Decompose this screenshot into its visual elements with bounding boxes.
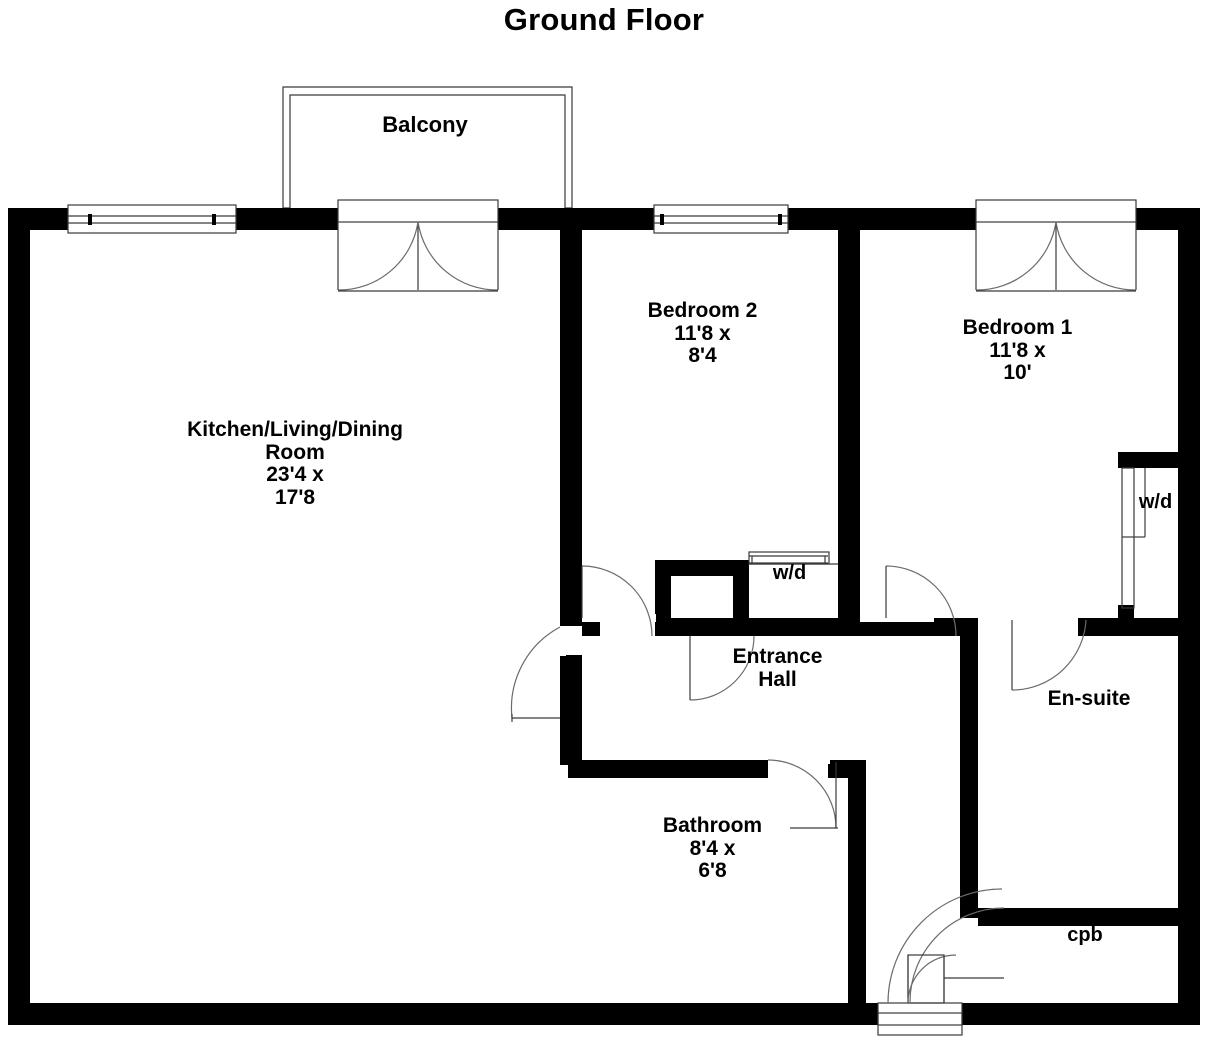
balcony-outline [282, 86, 573, 209]
room-label-cupboard: cpb [1067, 924, 1103, 946]
french-doors-living[interactable] [337, 199, 499, 292]
door-wd-hall-swing[interactable] [689, 635, 755, 701]
door-bedroom1-hall[interactable] [860, 565, 957, 637]
door-ensuite[interactable] [978, 614, 1087, 691]
door-bedroom2-hall[interactable] [581, 565, 656, 637]
interior-wall-bathroom-east [848, 760, 866, 1013]
interior-wall-bed2-bed1 [838, 208, 860, 618]
room-label-entrance-hall: Entrance Hall [732, 645, 823, 691]
window-bedroom2-north [653, 204, 789, 234]
page-title: Ground Floor [503, 2, 705, 37]
room-label-bathroom: Bathroom 8'4 x 6'8 [662, 814, 763, 883]
room-label-bedroom-2: Bedroom 2 11'8 x 8'4 [647, 299, 758, 368]
door-front-entrance[interactable] [877, 888, 1004, 1036]
interior-wall-bedroom2-south [582, 618, 860, 636]
room-label-wd-bedroom1: w/d [1138, 491, 1173, 513]
room-label-balcony: Balcony [382, 112, 468, 137]
window-living-north [67, 204, 237, 234]
door-bathroom[interactable] [767, 756, 838, 829]
interior-wall-hall-ensuite [860, 618, 1200, 926]
exterior-wall-east [1178, 208, 1200, 1025]
french-doors-bedroom1[interactable] [975, 199, 1137, 292]
room-label-bedroom-1: Bedroom 1 11'8 x 10' [962, 316, 1073, 385]
room-label-wd-hall: w/d [772, 562, 807, 584]
door-living-hall[interactable] [510, 626, 566, 722]
exterior-wall-west [8, 208, 30, 1025]
wd-closet-hall [655, 551, 838, 636]
exterior-wall-south [8, 1003, 1200, 1025]
interior-wall-living-hall [560, 208, 582, 765]
wd-closet-bedroom1 [1118, 452, 1200, 623]
room-label-kitchen-living-dining: Kitchen/Living/Dining Room 23'4 x 17'8 [187, 418, 403, 510]
room-label-en-suite: En-suite [1047, 687, 1131, 710]
